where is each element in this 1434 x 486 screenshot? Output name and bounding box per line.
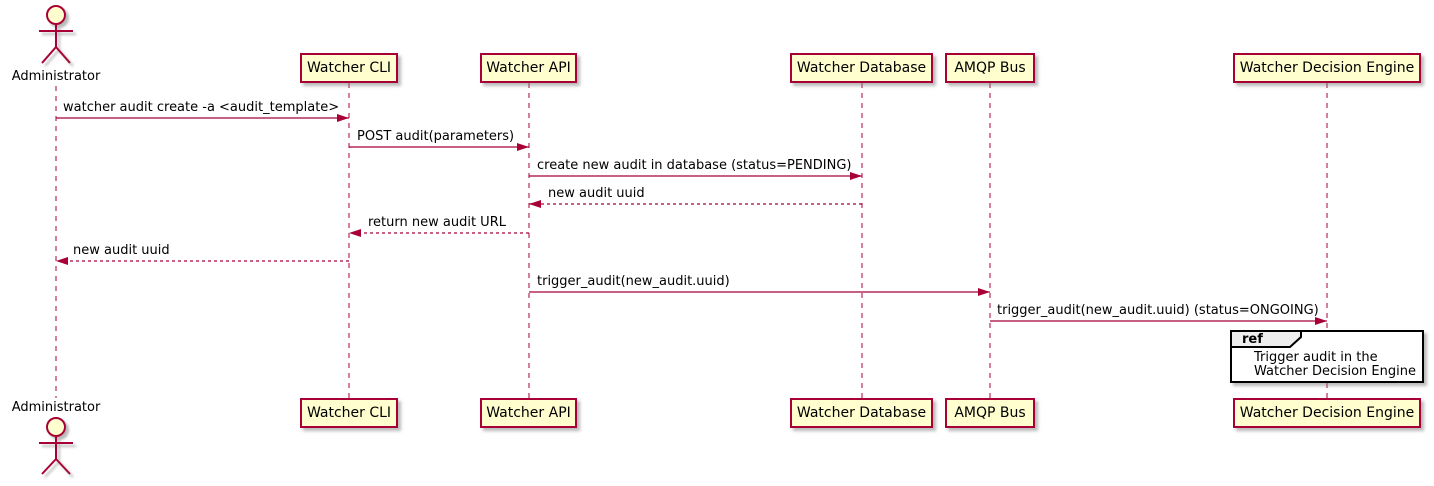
participant-amqp-bus-bottom: AMQP Bus [945,398,1035,428]
message-label-7: trigger_audit(new_audit.uuid) [537,274,730,289]
ref-text: Trigger audit in the Watcher Decision En… [1254,351,1416,379]
participant-amqp-bus-top: AMQP Bus [945,53,1035,83]
participant-label: Watcher CLI [306,60,392,76]
participant-label: Watcher API [486,60,571,76]
message-arrows [56,114,1327,325]
actor-label-bottom: Administrator [11,400,101,415]
participant-label: Watcher Decision Engine [1239,60,1415,76]
message-label-8: trigger_audit(new_audit.uuid) (status=ON… [997,303,1319,318]
participant-watcher-cli-top: Watcher CLI [300,53,398,83]
participant-watcher-database-bottom: Watcher Database [790,398,933,428]
actor-icon-top [39,5,73,64]
message-label-3: create new audit in database (status=PEN… [537,158,852,173]
lifelines [55,83,1328,398]
participant-watcher-decision-engine-bottom: Watcher Decision Engine [1233,398,1421,428]
message-label-5: return new audit URL [368,215,506,230]
participant-label: Watcher CLI [306,405,392,421]
ref-text-line-2: Watcher Decision Engine [1254,364,1416,379]
ref-keyword: ref [1242,332,1263,347]
participant-label: AMQP Bus [954,60,1026,76]
ref-text-line-1: Trigger audit in the [1254,350,1378,365]
message-label-4: new audit uuid [548,186,645,201]
ref-tag-shape [1230,330,1302,348]
participant-watcher-cli-bottom: Watcher CLI [300,398,398,428]
message-label-1: watcher audit create -a <audit_template> [63,100,340,115]
actor-icon-bottom [39,417,73,475]
message-label-6: new audit uuid [73,243,170,258]
participant-label: AMQP Bus [954,405,1026,421]
participant-watcher-database-top: Watcher Database [790,53,933,83]
message-label-2: POST audit(parameters) [357,129,515,144]
ref-fragment: ref Trigger audit in the Watcher Decisio… [1230,330,1424,383]
participant-label: Watcher API [486,405,571,421]
participant-watcher-api-bottom: Watcher API [480,398,577,428]
participant-watcher-decision-engine-top: Watcher Decision Engine [1233,53,1421,83]
participant-label: Watcher Decision Engine [1239,405,1415,421]
participant-label: Watcher Database [796,60,927,76]
participant-label: Watcher Database [796,405,927,421]
actor-label-top: Administrator [11,69,101,84]
participant-watcher-api-top: Watcher API [480,53,577,83]
